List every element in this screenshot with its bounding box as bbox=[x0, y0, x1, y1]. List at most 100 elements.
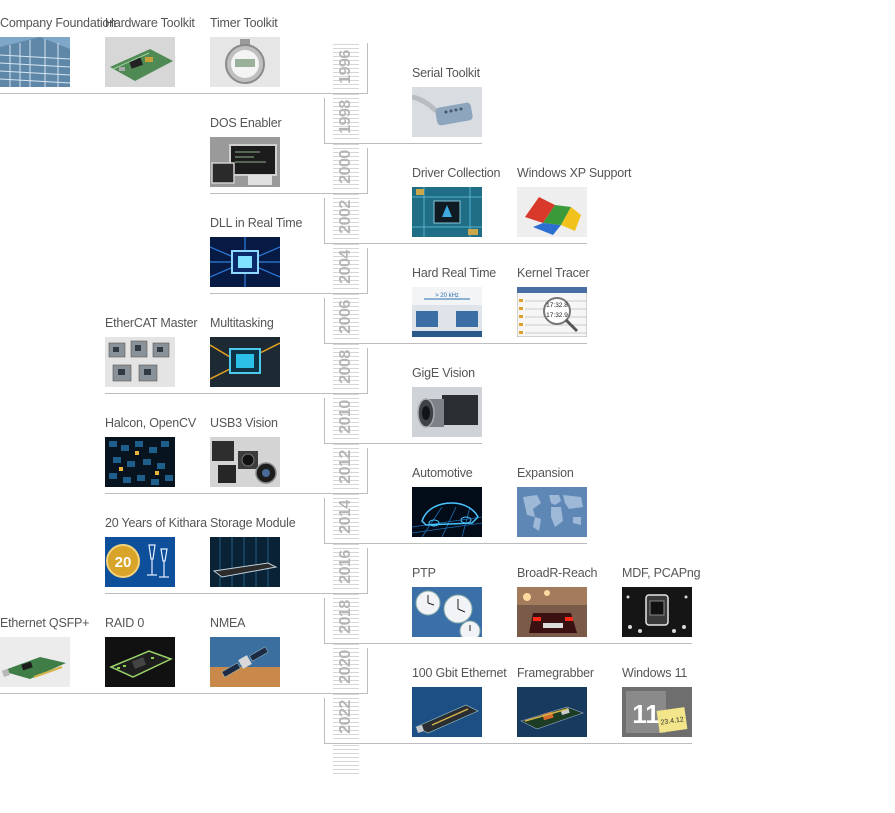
milestone-label: Hard Real Time bbox=[412, 266, 497, 280]
milestone-label: BroadR-Reach bbox=[517, 566, 598, 580]
industrial-camera-photo-icon bbox=[412, 387, 482, 437]
milestone-label: Kernel Tracer bbox=[517, 266, 590, 280]
milestone-label: Windows 11 bbox=[622, 666, 688, 680]
ruler-end-ticks bbox=[333, 745, 359, 775]
divider-2002 bbox=[324, 243, 587, 244]
year-marker: 2018 bbox=[333, 594, 359, 640]
milestone-label: Windows XP Support bbox=[517, 166, 632, 180]
milestone-label: Ethernet QSFP+ bbox=[0, 616, 90, 630]
network-card-photo-icon bbox=[0, 637, 70, 687]
connector-1998 bbox=[324, 98, 325, 144]
connector-2006 bbox=[324, 298, 325, 344]
connector-2012 bbox=[367, 448, 368, 494]
raid-card-photo-icon bbox=[105, 637, 175, 687]
milestone-label: Serial Toolkit bbox=[412, 66, 480, 80]
satellite-photo-icon bbox=[210, 637, 280, 687]
milestone-label: Expansion bbox=[517, 466, 574, 480]
divider-2018 bbox=[324, 643, 692, 644]
year-marker: 1996 bbox=[333, 44, 359, 90]
connector-2004 bbox=[367, 248, 368, 294]
milestone-label: Hardware Toolkit bbox=[105, 16, 195, 30]
milestone-label: PTP bbox=[412, 566, 436, 580]
divider-2020 bbox=[0, 693, 368, 694]
circuit-board-photo-icon bbox=[105, 37, 175, 87]
connector-2002 bbox=[324, 198, 325, 244]
divider-1996 bbox=[0, 93, 368, 94]
svg-text:17:32.9: 17:32.9 bbox=[546, 312, 568, 319]
wireframe-car-photo-icon bbox=[412, 487, 482, 537]
milestone-label: NMEA bbox=[210, 616, 246, 630]
svg-text:11: 11 bbox=[632, 699, 660, 729]
milestone-label: EtherCAT Master bbox=[105, 316, 198, 330]
divider-2014 bbox=[324, 543, 587, 544]
year-marker: 2000 bbox=[333, 144, 359, 190]
year-marker: 2016 bbox=[333, 544, 359, 590]
milestone-label: Multitasking bbox=[210, 316, 274, 330]
year-marker: 2010 bbox=[333, 394, 359, 440]
divider-2004 bbox=[210, 293, 368, 294]
year-marker: 2022 bbox=[333, 694, 359, 740]
connector-2000 bbox=[367, 148, 368, 194]
framegrabber-card-photo-icon bbox=[517, 687, 587, 737]
car-taillights-photo-icon bbox=[517, 587, 587, 637]
milestone-label: DLL in Real Time bbox=[210, 216, 303, 230]
year-marker: 2002 bbox=[333, 194, 359, 240]
terminal-screen-photo-icon bbox=[210, 137, 280, 187]
milestone-label: Driver Collection bbox=[412, 166, 501, 180]
connector-1996 bbox=[367, 43, 368, 94]
year-marker: 2006 bbox=[333, 294, 359, 340]
connector-2014 bbox=[324, 498, 325, 544]
milestone-label: GigE Vision bbox=[412, 366, 475, 380]
connector-2020 bbox=[367, 648, 368, 694]
connector-2018 bbox=[324, 598, 325, 644]
divider-2012 bbox=[105, 493, 368, 494]
milestone-label: 100 Gbit Ethernet bbox=[412, 666, 507, 680]
ssd-module-photo-icon bbox=[210, 537, 280, 587]
trace-window-photo-icon: 17:32.8 17:32.9 bbox=[517, 287, 587, 337]
building-photo-icon bbox=[0, 37, 70, 87]
pixel-grid-photo-icon bbox=[105, 437, 175, 487]
milestone-label: Framegrabber bbox=[517, 666, 594, 680]
milestone-label: Automotive bbox=[412, 466, 473, 480]
ethercat-modules-photo-icon bbox=[105, 337, 175, 387]
connector-2010 bbox=[324, 398, 325, 444]
year-marker: 2004 bbox=[333, 244, 359, 290]
milestone-label: Company Foundation bbox=[0, 16, 116, 30]
milestone-label: MDF, PCAPng bbox=[622, 566, 701, 580]
multicore-chip-photo-icon bbox=[210, 337, 280, 387]
chip-board-photo-icon bbox=[412, 187, 482, 237]
divider-2006 bbox=[324, 343, 587, 344]
serial-connector-photo-icon bbox=[412, 87, 482, 137]
divider-2008 bbox=[105, 393, 368, 394]
divider-2022 bbox=[324, 743, 692, 744]
milestone-label: 20 Years of Kithara bbox=[105, 516, 207, 530]
world-map-photo-icon bbox=[517, 487, 587, 537]
year-marker: 2020 bbox=[333, 644, 359, 690]
milestone-label: Halcon, OpenCV bbox=[105, 416, 196, 430]
frequency-diagram-photo-icon: > 20 kHz bbox=[412, 287, 482, 337]
svg-text:20: 20 bbox=[115, 554, 132, 571]
divider-2000 bbox=[210, 193, 368, 194]
qsfp-card-photo-icon bbox=[412, 687, 482, 737]
year-marker: 2012 bbox=[333, 444, 359, 490]
milestone-label: Storage Module bbox=[210, 516, 296, 530]
year-marker: 1998 bbox=[333, 94, 359, 140]
anniversary-badge-photo-icon: 20 bbox=[105, 537, 175, 587]
svg-text:17:32.8: 17:32.8 bbox=[546, 302, 568, 309]
year-marker: 2014 bbox=[333, 494, 359, 540]
milestone-label: Timer Toolkit bbox=[210, 16, 278, 30]
windows-logo-photo-icon bbox=[517, 187, 587, 237]
svg-text:> 20 kHz: > 20 kHz bbox=[435, 293, 459, 299]
data-logger-photo-icon bbox=[622, 587, 692, 637]
usb-cameras-photo-icon bbox=[210, 437, 280, 487]
stopwatch-photo-icon bbox=[210, 37, 280, 87]
milestone-label: USB3 Vision bbox=[210, 416, 278, 430]
svg-text:23.4.12: 23.4.12 bbox=[660, 716, 684, 726]
connector-2022 bbox=[324, 698, 325, 744]
divider-2016 bbox=[105, 593, 368, 594]
divider-1998 bbox=[324, 143, 482, 144]
divider-2010 bbox=[324, 443, 482, 444]
clocks-photo-icon bbox=[412, 587, 482, 637]
